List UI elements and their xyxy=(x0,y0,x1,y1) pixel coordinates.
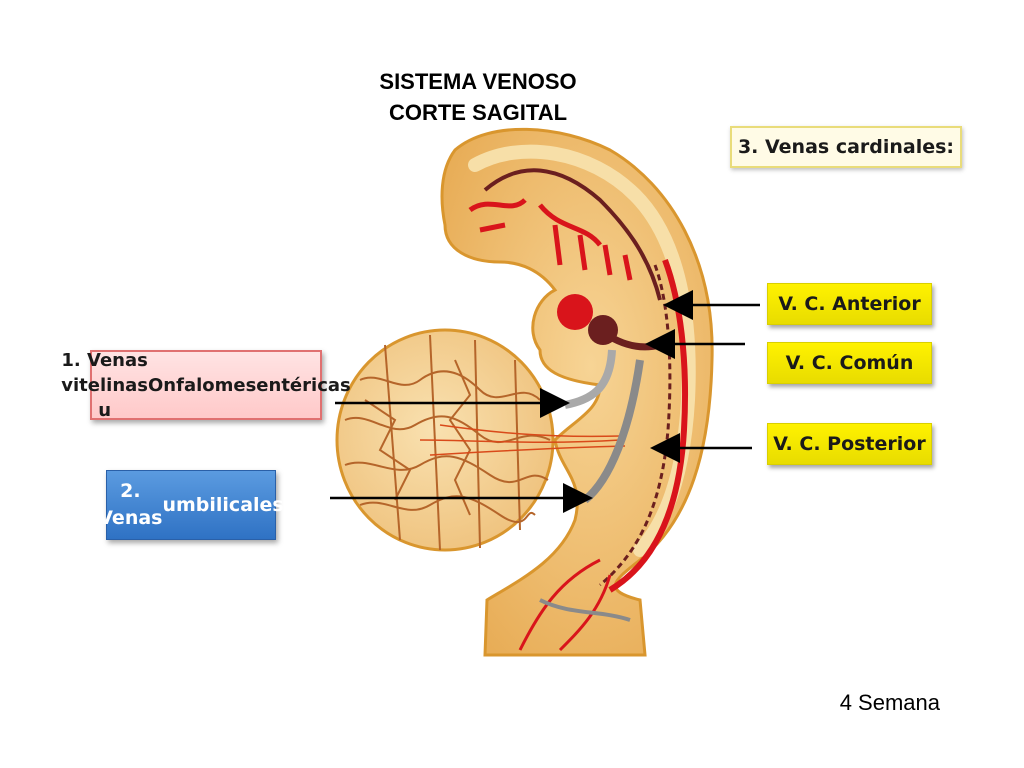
umbilical-vein xyxy=(582,359,644,504)
sinus-venosus xyxy=(588,315,618,345)
label-vc-posterior: V. C. Posterior xyxy=(767,423,932,465)
label-umbilicales-line-2: umbilicales xyxy=(162,493,284,516)
label-venas-cardinales: 3. Venas cardinales: xyxy=(730,126,962,168)
title-line-1: SISTEMA VENOSO xyxy=(379,69,577,94)
label-vc-anterior: V. C. Anterior xyxy=(767,283,932,325)
label-vc-comun: V. C. Común xyxy=(767,342,932,384)
head-vessels xyxy=(468,198,633,281)
vitelline-vein xyxy=(564,349,616,409)
anterior-cardinal-vein xyxy=(483,168,662,301)
label-vitelinas-line-2: Onfalomesentéricas xyxy=(148,374,351,396)
umbilical-vessels-stalk xyxy=(518,558,612,652)
label-venas-vitelinas: 1. Venas vitelinas u Onfalomesentéricas xyxy=(61,350,350,421)
page-title: SISTEMA VENOSO CORTE SAGITAL xyxy=(300,66,656,128)
yolk-sac-red-vessels xyxy=(419,424,626,456)
label-venas-umbilicales: 2. Venas umbilicales xyxy=(98,470,284,540)
heart-atrium xyxy=(557,294,593,330)
label-vitelinas-line-1: 1. Venas vitelinas u xyxy=(61,349,148,421)
yolk-sac-vessel-network xyxy=(344,334,551,551)
label-umbilicales-line-1: 2. Venas xyxy=(98,480,163,529)
week-label: 4 Semana xyxy=(839,690,940,715)
title-line-2: CORTE SAGITAL xyxy=(388,100,568,125)
allantois-vessel xyxy=(539,598,631,622)
